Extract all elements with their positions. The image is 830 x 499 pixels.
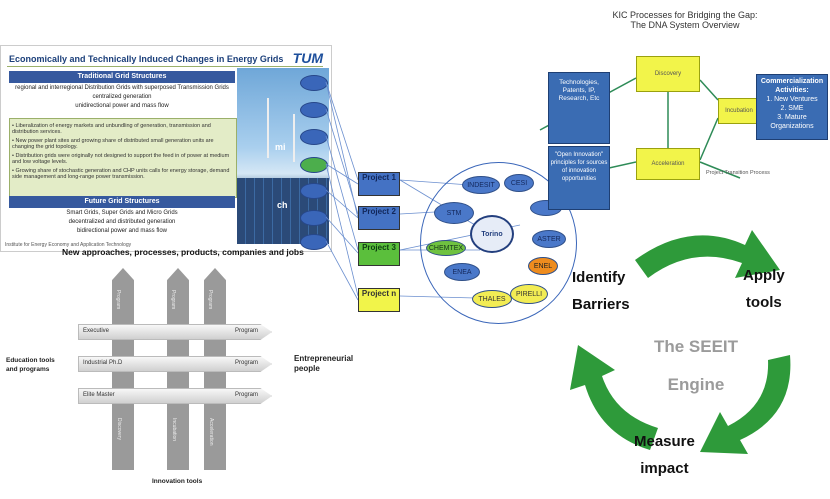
- pillar-bottom-label: Acceleration: [208, 418, 214, 446]
- program-row: Industrial Ph.D Program: [78, 356, 272, 372]
- discovery-box: Discovery: [636, 56, 700, 92]
- arrow-right-icon: [700, 355, 791, 454]
- node-oval: [300, 129, 328, 145]
- future-line: bidirectional power and mass flow: [76, 228, 168, 234]
- row-label: Executive: [83, 328, 110, 334]
- commercialization-item: 1. New Ventures: [766, 96, 818, 103]
- tum-logo: TUM: [292, 50, 323, 66]
- side-letters: mi: [275, 142, 286, 152]
- new-approaches-text: New approaches, processes, products, com…: [62, 247, 304, 257]
- partner-tag: PIRELLI: [510, 284, 548, 304]
- seeit-engine-label: The SEEIT Engine: [653, 337, 739, 394]
- project-box: Project 2: [358, 206, 400, 230]
- wind-turbine: [267, 98, 269, 158]
- divider: [7, 66, 323, 67]
- bullet-item: • Growing share of stochastic generation…: [12, 168, 230, 180]
- commercialization-title: Commercialization Activities:: [760, 78, 824, 94]
- project-box: Project 1: [358, 172, 400, 196]
- measure-impact-text: Measure impact: [634, 433, 695, 477]
- node-oval: [300, 234, 328, 250]
- apply-tools-text: Apply tools: [743, 267, 785, 311]
- pillar-label: Program: [115, 290, 121, 310]
- partner-tag: THALES: [472, 290, 512, 308]
- future-header: Future Grid Structures: [9, 196, 235, 208]
- engine-arrows: [570, 230, 791, 454]
- kic-title: KIC Processes for Bridging the Gap: The …: [560, 10, 810, 30]
- kic-title-line: KIC Processes for Bridging the Gap:: [612, 10, 758, 20]
- partner-tag: INDESIT: [462, 176, 500, 194]
- acceleration-box: Acceleration: [636, 148, 700, 180]
- arrow-top-icon: [635, 230, 780, 278]
- partner-tag: ENEL: [528, 257, 558, 275]
- project-box: Project n: [358, 288, 400, 312]
- node-oval: [300, 75, 328, 91]
- program-row: Elite Master Program: [78, 388, 272, 404]
- open-innovation-box: "Open Innovation" principles for sources…: [548, 146, 610, 210]
- row-label: Industrial Ph.D: [83, 360, 123, 366]
- identify-barriers-text: Identify Barriers: [572, 269, 630, 313]
- pillar-bottom-label: Discovery: [116, 418, 122, 440]
- solar-panel-photo: [237, 68, 329, 244]
- future-line: decentralized and distributed generation: [68, 219, 176, 225]
- kic-title-line: The DNA System Overview: [630, 20, 740, 30]
- pillar-label: Program: [207, 290, 213, 310]
- traditional-lines: regional and interregional Distribution …: [9, 84, 235, 111]
- commercialization-item: 2. SME: [780, 105, 804, 112]
- row-label: Elite Master: [83, 392, 115, 398]
- pillar-label: Program: [170, 290, 176, 310]
- technologies-box: Technologies, Patents, IP, Research, Etc: [548, 72, 610, 144]
- pillar-bottom-label: Incubation: [171, 418, 177, 442]
- node-oval: [300, 210, 328, 226]
- arrow-bottom-icon: [570, 345, 658, 450]
- tum-slide: Economically and Technically Induced Cha…: [0, 45, 332, 252]
- partner-tag: STM: [434, 202, 474, 224]
- commercialization-item: 3. Mature Organizations: [770, 114, 814, 130]
- traditional-line: regional and interregional Distribution …: [15, 85, 229, 91]
- traditional-line: unidirectional power and mass flow: [75, 103, 169, 109]
- entrepreneurial-label: Entrepreneurial people: [294, 354, 354, 373]
- transition-label: Project Transition Process: [706, 170, 770, 176]
- side-letters: ch: [277, 200, 288, 210]
- future-line: Smart Grids, Super Grids and Micro Grids: [66, 210, 178, 216]
- education-label: Education tools and programs: [6, 357, 55, 373]
- partner-circle: [420, 162, 577, 324]
- partner-tag: CHEMTEX: [426, 240, 466, 256]
- traditional-line: centralized generation: [92, 94, 152, 100]
- traditional-header: Traditional Grid Structures: [9, 71, 235, 83]
- innovation-tools-label: Innovation tools: [152, 478, 203, 485]
- partner-tag: ENEA: [444, 263, 480, 281]
- wind-turbine: [293, 114, 295, 162]
- slide-footer: Institute for Energy Economy and Applica…: [5, 242, 132, 248]
- bullet-item: • Distribution grids were originally not…: [12, 153, 230, 165]
- commercialization-box: Commercialization Activities: 1. New Ven…: [756, 74, 828, 140]
- partner-tag: ASTER: [532, 230, 566, 248]
- incubation-box: Incubation: [718, 98, 760, 124]
- slide-title: Economically and Technically Induced Cha…: [9, 54, 284, 64]
- program-row: Executive Program: [78, 324, 272, 340]
- future-lines: Smart Grids, Super Grids and Micro Grids…: [9, 209, 235, 236]
- university-seal: Torino: [470, 215, 514, 253]
- row-program: Program: [235, 392, 259, 398]
- bullet-item: • New power plant sites and growing shar…: [12, 138, 214, 150]
- node-oval: [300, 102, 328, 118]
- project-box: Project 3: [358, 242, 400, 266]
- row-program: Program: [235, 360, 259, 366]
- bullet-item: • Liberalization of energy markets and u…: [12, 123, 211, 135]
- partner-tag: CESI: [504, 174, 534, 192]
- row-program: Program: [235, 328, 259, 334]
